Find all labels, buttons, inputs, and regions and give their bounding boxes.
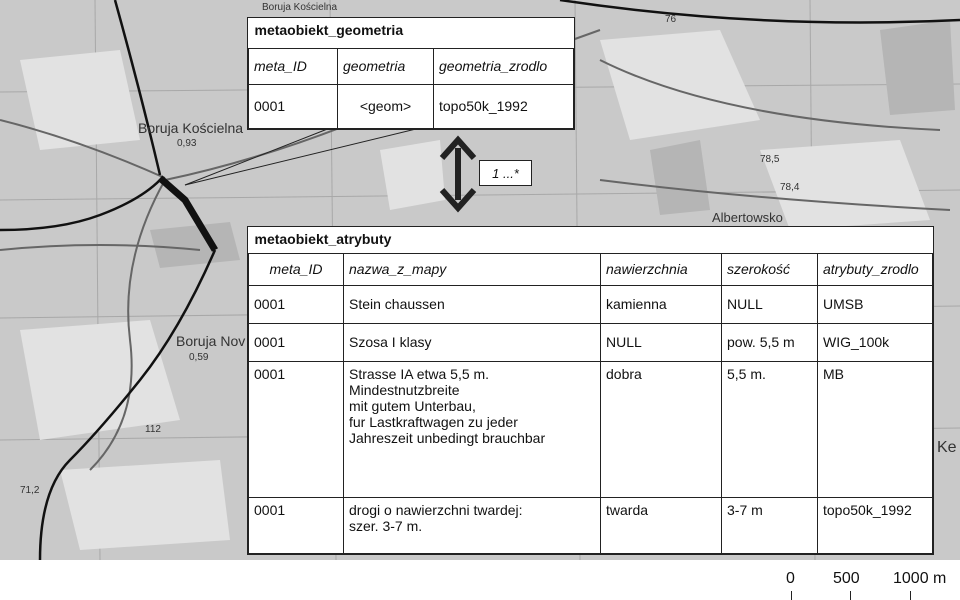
scale-tick-0 [791, 591, 792, 600]
attr-cell: NULL [600, 322, 722, 362]
geometry-table: metaobiekt_geometria meta_ID geometria g… [247, 17, 575, 130]
geometry-cell: <geom> [337, 83, 434, 129]
attr-cell: drogi o nawierzchni twardej: szer. 3-7 m… [343, 497, 601, 554]
attr-cell: NULL [721, 284, 818, 324]
attr-cell: 0001 [248, 284, 344, 324]
table-row: 0001 Stein chaussen kamienna NULL UMSB [248, 284, 933, 324]
multiplicity-label: 1 ...* [479, 160, 532, 186]
map-woods [150, 20, 955, 268]
label-boruja-nowa: Boruja Nov [176, 333, 245, 349]
spot-height-78-5: 78,5 [760, 154, 780, 165]
attr-cell: 5,5 m. [721, 360, 818, 498]
attr-cell: 0001 [248, 360, 344, 498]
height-boruja-koscielna: 0,93 [177, 138, 197, 149]
height-boruja-nowa: 0,59 [189, 352, 209, 363]
map-main-road [0, 0, 960, 560]
attr-cell: 0001 [248, 322, 344, 362]
attr-cell: Strasse IA etwa 5,5 m. Mindestnutzbreite… [343, 360, 601, 498]
attributes-table: metaobiekt_atrybuty meta_ID nazwa_z_mapy… [247, 226, 934, 555]
scale-label-1000: 1000 m [893, 570, 947, 587]
label-boruja-koscielna: Boruja Kościelna [138, 120, 243, 136]
highlighted-road-segment [157, 175, 219, 252]
table-row: 0001 drogi o nawierzchni twardej: szer. … [248, 497, 933, 554]
label-edge-k: Ke [937, 439, 957, 456]
attr-cell: Stein chaussen [343, 284, 601, 324]
spot-height-112: 112 [145, 424, 161, 435]
scale-tick-1000 [910, 591, 911, 600]
label-albertowsko: Albertowsko [712, 210, 783, 225]
attr-cell: twarda [600, 497, 722, 554]
map-fields [20, 30, 930, 550]
scale-label-500: 500 [833, 570, 860, 587]
geometry-table-title: metaobiekt_geometria [248, 18, 574, 49]
attr-cell: kamienna [600, 284, 722, 324]
table-row: 0001 Szosa I klasy NULL pow. 5,5 m WIG_1… [248, 322, 933, 362]
scale-tick-500 [850, 591, 851, 600]
attr-col-szerokosc: szerokość [721, 252, 818, 286]
spot-height-76: 76 [665, 14, 677, 25]
attr-col-zrodlo: atrybuty_zrodlo [817, 252, 933, 286]
spot-height-78-4: 78,4 [780, 182, 800, 193]
table-row: 0001 <geom> topo50k_1992 [248, 83, 574, 129]
geometry-col-zrodlo: geometria_zrodlo [433, 47, 574, 85]
geometry-col-meta-id: meta_ID [248, 47, 338, 85]
label-top-road: Boruja Kościelna [262, 2, 337, 13]
spot-height-71: 71,2 [20, 485, 40, 496]
attr-cell: WIG_100k [817, 322, 933, 362]
geometry-col-geometria: geometria [337, 47, 434, 85]
attr-cell: 0001 [248, 497, 344, 554]
geometry-cell: topo50k_1992 [433, 83, 574, 129]
table-row: 0001 Strasse IA etwa 5,5 m. Mindestnutzb… [248, 360, 933, 498]
attr-cell: topo50k_1992 [817, 497, 933, 554]
attr-col-nawierzchnia: nawierzchnia [600, 252, 722, 286]
attr-col-nazwa: nazwa_z_mapy [343, 252, 601, 286]
attr-col-meta-id: meta_ID [248, 252, 344, 286]
geometry-cell: 0001 [248, 83, 338, 129]
attributes-table-title: metaobiekt_atrybuty [248, 227, 933, 254]
attr-cell: UMSB [817, 284, 933, 324]
attr-cell: 3-7 m [721, 497, 818, 554]
callout-lines [184, 127, 421, 186]
attr-cell: Szosa I klasy [343, 322, 601, 362]
attr-cell: dobra [600, 360, 722, 498]
attr-cell: pow. 5,5 m [721, 322, 818, 362]
scale-label-0: 0 [786, 570, 795, 587]
attr-cell: MB [817, 360, 933, 498]
relation-arrow [439, 135, 477, 213]
